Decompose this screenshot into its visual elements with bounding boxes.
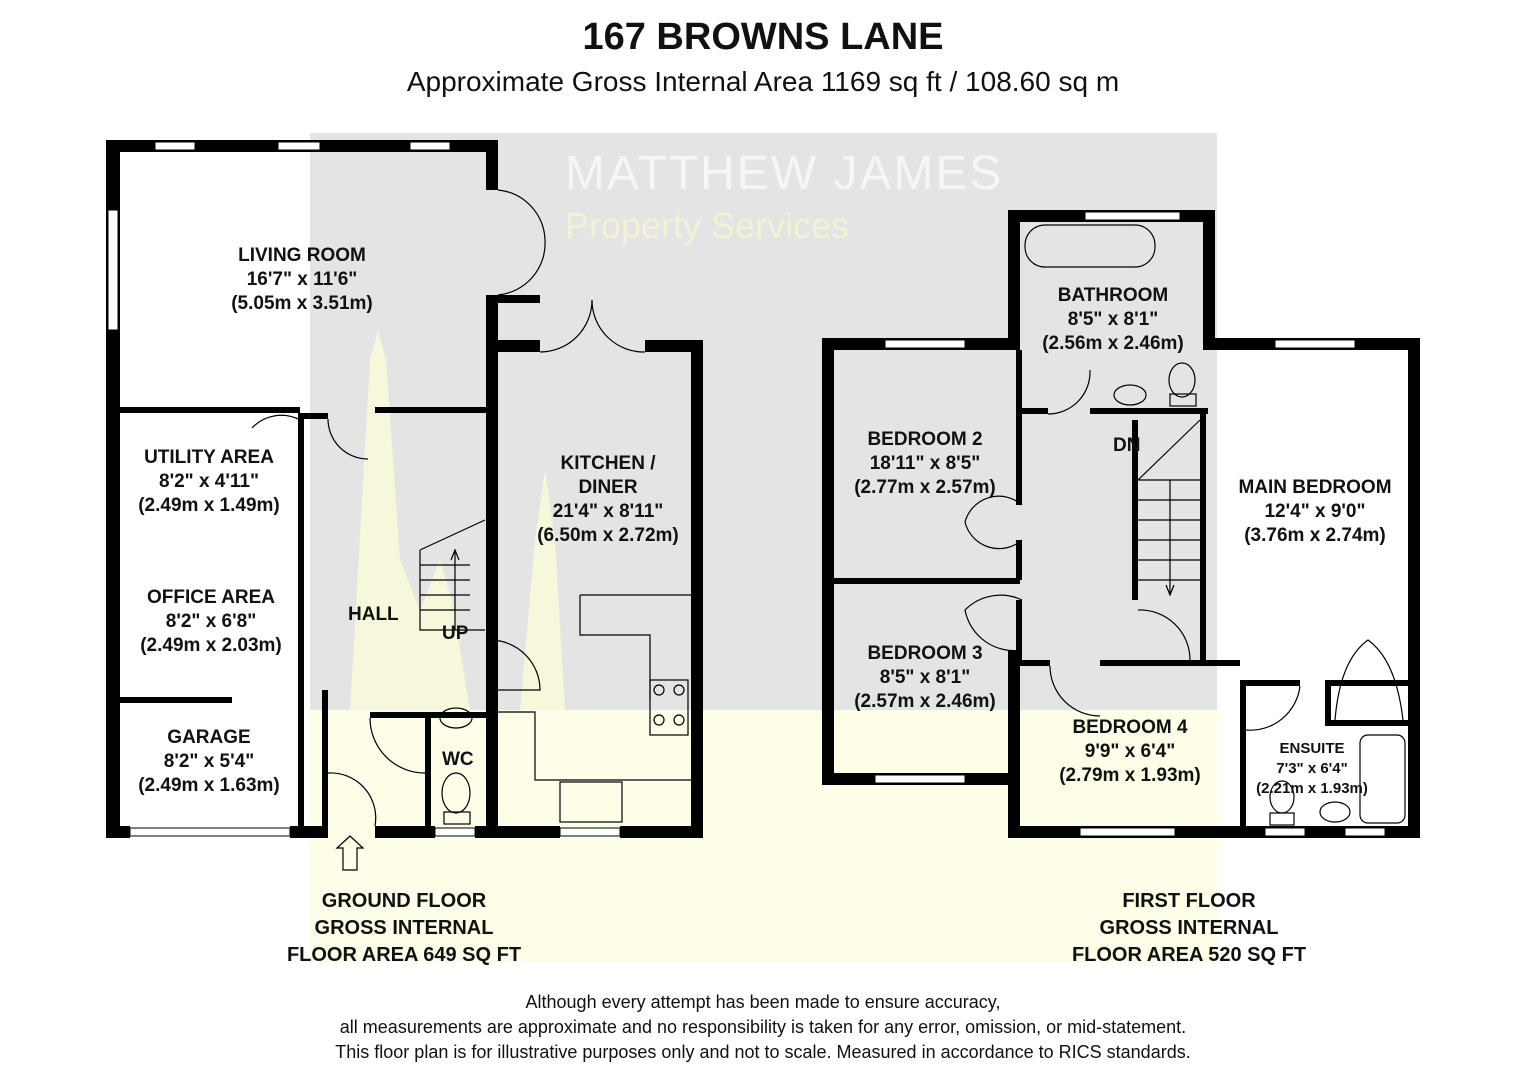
- room-name: GARAGE: [167, 727, 251, 748]
- watermark-line1: MATTHEW JAMES: [565, 147, 1004, 200]
- wc-label: WC: [442, 749, 474, 770]
- room-name: MAIN BEDROOM: [1238, 477, 1392, 498]
- room-name: BATHROOM: [1057, 285, 1169, 306]
- room-size-metric: (2.49m x 1.49m): [138, 495, 280, 516]
- room-size-imperial: 9'9" x 6'4": [1084, 741, 1176, 762]
- room-size-metric: (6.50m x 2.72m): [537, 525, 679, 546]
- room-name: LIVING ROOM: [238, 245, 366, 266]
- room-ensuite: ENSUITE 7'3" x 6'4" (2.21m x 1.93m): [1256, 739, 1368, 799]
- page-subtitle: Approximate Gross Internal Area 1169 sq …: [406, 66, 1120, 97]
- up-label: UP: [442, 623, 469, 644]
- disclaimer-line: all measurements are approximate and no …: [339, 1017, 1187, 1037]
- room-bedroom-4: BEDROOM 4 9'9" x 6'4" (2.79m x 1.93m): [1059, 716, 1201, 788]
- room-utility-area: UTILITY AREA 8'2" x 4'11" (2.49m x 1.49m…: [138, 446, 280, 518]
- ground-floor-area: GROUND FLOOR GROSS INTERNAL FLOOR AREA 6…: [287, 888, 521, 969]
- room-main-bedroom: MAIN BEDROOM 12'4" x 9'0" (3.76m x 2.74m…: [1238, 476, 1391, 548]
- room-bedroom-2: BEDROOM 2 18'11" x 8'5" (2.77m x 2.57m): [854, 428, 996, 500]
- room-size-metric: (5.05m x 3.51m): [231, 293, 373, 314]
- first-floor-windows: [874, 211, 1386, 837]
- room-size-metric: (2.49m x 2.03m): [140, 635, 282, 656]
- first-floor-area: FIRST FLOOR GROSS INTERNAL FLOOR AREA 52…: [1072, 888, 1306, 969]
- ground-floor-windows: [107, 141, 621, 837]
- room-size-imperial: 8'2" x 4'11": [159, 471, 259, 492]
- room-name: KITCHEN /: [560, 453, 656, 474]
- floor-area-line: GROSS INTERNAL: [1099, 917, 1279, 939]
- room-size-imperial: 8'5" x 8'1": [879, 667, 971, 688]
- room-size-metric: (2.21m x 1.93m): [1256, 780, 1368, 797]
- room-name: OFFICE AREA: [146, 587, 276, 608]
- hall-label: HALL: [348, 604, 399, 625]
- room-size-metric: (2.79m x 1.93m): [1059, 765, 1201, 786]
- ground-floor-fixtures: [251, 189, 691, 871]
- page-title: 167 BROWNS LANE: [582, 16, 944, 58]
- room-size-imperial: 8'2" x 6'8": [165, 611, 257, 632]
- room-size-metric: (2.57m x 2.46m): [854, 691, 996, 712]
- room-name: UTILITY AREA: [144, 447, 274, 468]
- floor-area-line: FLOOR AREA 520 SQ FT: [1071, 944, 1307, 966]
- room-size-metric: (2.77m x 2.57m): [854, 477, 996, 498]
- floor-area-line: GROSS INTERNAL: [314, 917, 494, 939]
- room-name: BEDROOM 4: [1072, 717, 1188, 738]
- room-size-metric: (2.56m x 2.46m): [1042, 333, 1184, 354]
- watermark-spire: [520, 470, 565, 710]
- watermark-spire: [350, 330, 470, 710]
- room-size-imperial: 18'11" x 8'5": [869, 453, 981, 474]
- disclaimer-line: This floor plan is for illustrative purp…: [335, 1042, 1191, 1062]
- room-size-imperial: 7'3" x 6'4": [1276, 760, 1348, 777]
- room-name-cont: DINER: [578, 477, 638, 498]
- room-living-room: LIVING ROOM 16'7" x 11'6" (5.05m x 3.51m…: [231, 244, 373, 316]
- disclaimer: Although every attempt has been made to …: [0, 990, 1526, 1065]
- entrance-arrow-icon: [335, 835, 365, 871]
- room-name: BEDROOM 2: [867, 429, 983, 450]
- room-size-imperial: 8'2" x 5'4": [163, 751, 255, 772]
- room-bathroom: BATHROOM 8'5" x 8'1" (2.56m x 2.46m): [1042, 284, 1184, 356]
- ground-floor-walls: [106, 140, 703, 838]
- room-size-imperial: 21'4" x 8'11": [552, 501, 664, 522]
- watermark-line2: Property Services: [565, 205, 850, 246]
- room-garage: GARAGE 8'2" x 5'4" (2.49m x 1.63m): [138, 726, 280, 798]
- first-floor-fixtures: [964, 224, 1406, 826]
- room-name: BEDROOM 3: [867, 643, 983, 664]
- room-office-area: OFFICE AREA 8'2" x 6'8" (2.49m x 2.03m): [140, 586, 282, 658]
- room-name: ENSUITE: [1279, 740, 1345, 757]
- room-size-imperial: 16'7" x 11'6": [246, 269, 358, 290]
- dn-label: DN: [1113, 435, 1141, 456]
- room-size-imperial: 12'4" x 9'0": [1264, 501, 1366, 522]
- floor-area-line: GROUND FLOOR: [321, 890, 487, 912]
- room-size-metric: (3.76m x 2.74m): [1244, 525, 1386, 546]
- room-size-metric: (2.49m x 1.63m): [138, 775, 280, 796]
- floor-area-line: FIRST FLOOR: [1122, 890, 1256, 912]
- disclaimer-line: Although every attempt has been made to …: [525, 992, 1001, 1012]
- room-size-imperial: 8'5" x 8'1": [1067, 309, 1159, 330]
- floor-area-line: FLOOR AREA 649 SQ FT: [286, 944, 522, 966]
- room-kitchen-diner: KITCHEN / DINER 21'4" x 8'11" (6.50m x 2…: [537, 452, 679, 548]
- room-bedroom-3: BEDROOM 3 8'5" x 8'1" (2.57m x 2.46m): [854, 642, 996, 714]
- watermark-grey-panel: [310, 133, 1217, 710]
